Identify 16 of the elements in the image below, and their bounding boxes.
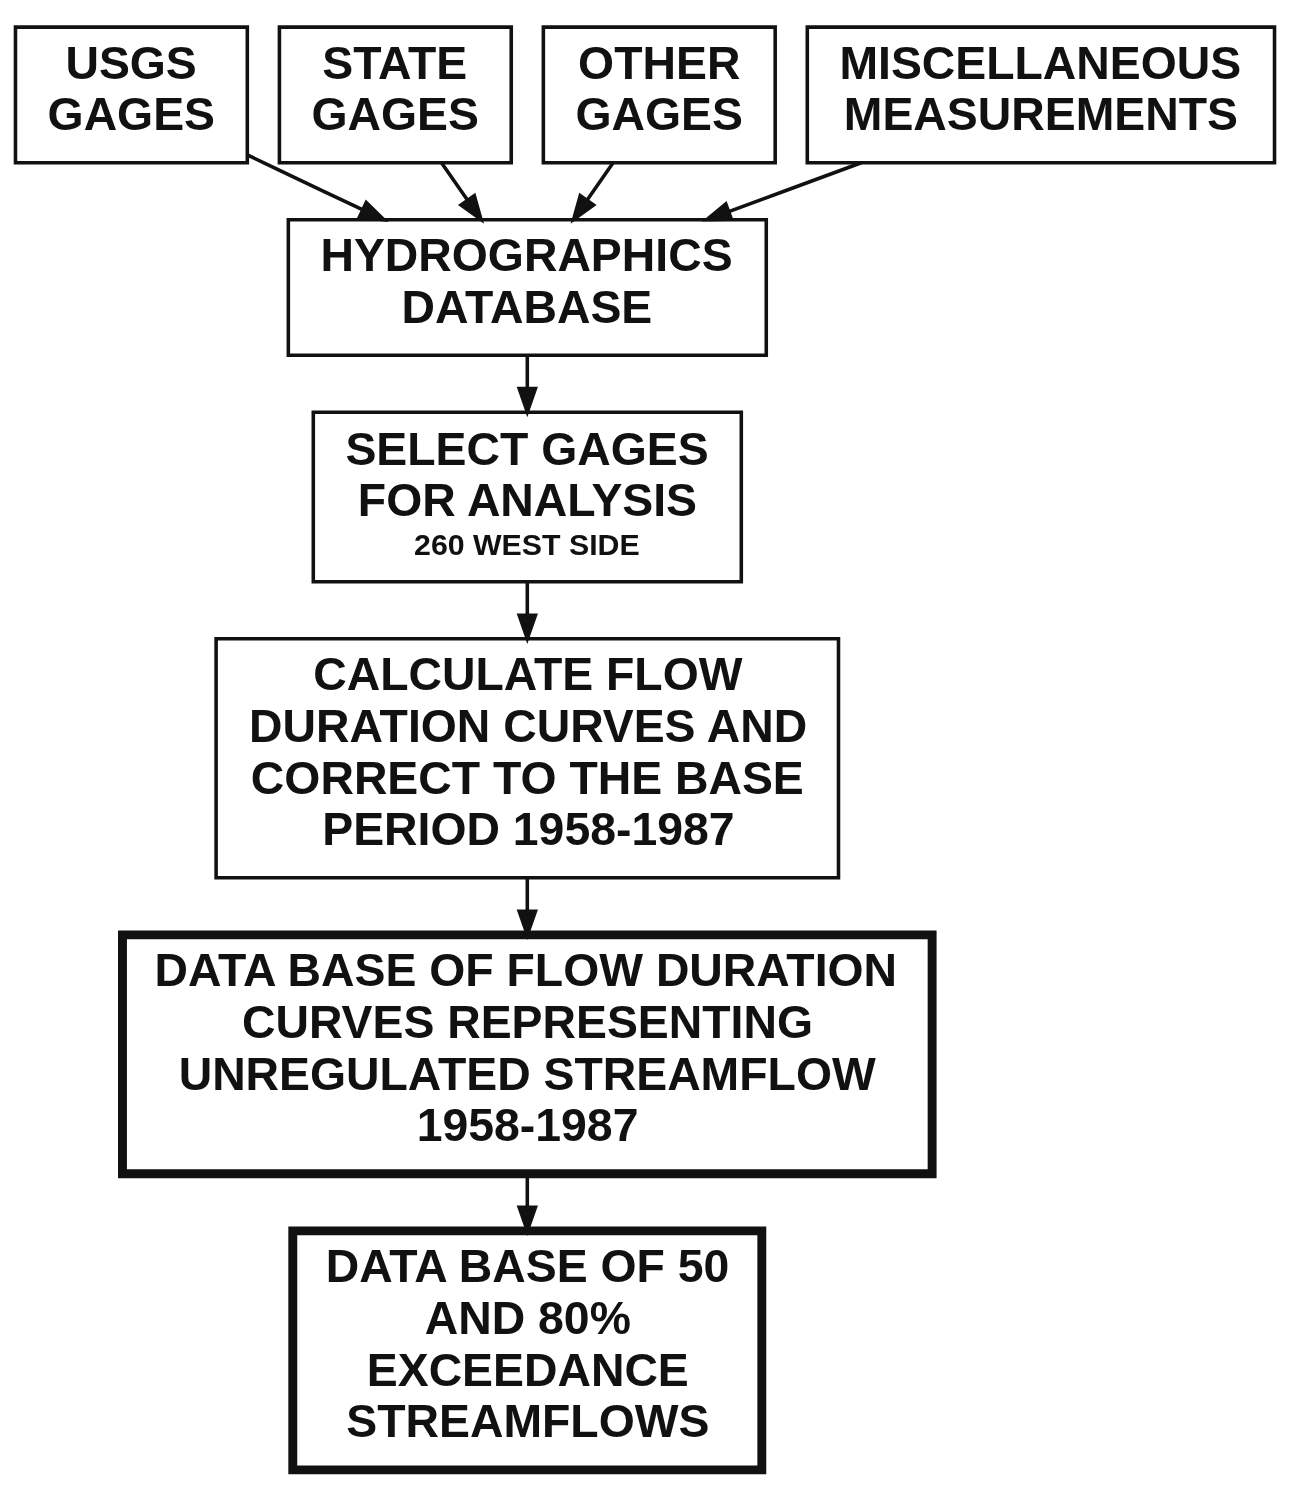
node-box: STATE GAGES: [277, 24, 514, 164]
node-box: DATA BASE OF FLOW DURATION CURVES REPRESENTING UNREGULATED STREAMFLOW 1958-1987: [118, 929, 937, 1178]
arrow: [570, 161, 615, 224]
arrow: [440, 161, 485, 224]
node-box: HYDROGRAPHICS DATABASE: [286, 217, 769, 357]
arrow: [701, 160, 862, 221]
arrow: [247, 153, 389, 222]
node-box: USGS GAGES: [13, 24, 250, 164]
node-box: SELECT GAGES FOR ANALYSIS 260 WEST SIDE: [311, 410, 744, 584]
arrow: [516, 581, 538, 644]
arrow: [516, 355, 538, 417]
node-box: CALCULATE FLOW DURATION CURVES AND CORRECT TO THE BASE PERIOD 1958-1987: [214, 636, 841, 880]
node-box: DATA BASE OF 50 AND 80% EXCEEDANCE STREAMFLOWS: [288, 1225, 767, 1474]
node-box: OTHER GAGES: [541, 24, 777, 164]
arrow: [516, 877, 538, 940]
node-box: MISCELLANEOUS MEASUREMENTS: [805, 24, 1277, 164]
